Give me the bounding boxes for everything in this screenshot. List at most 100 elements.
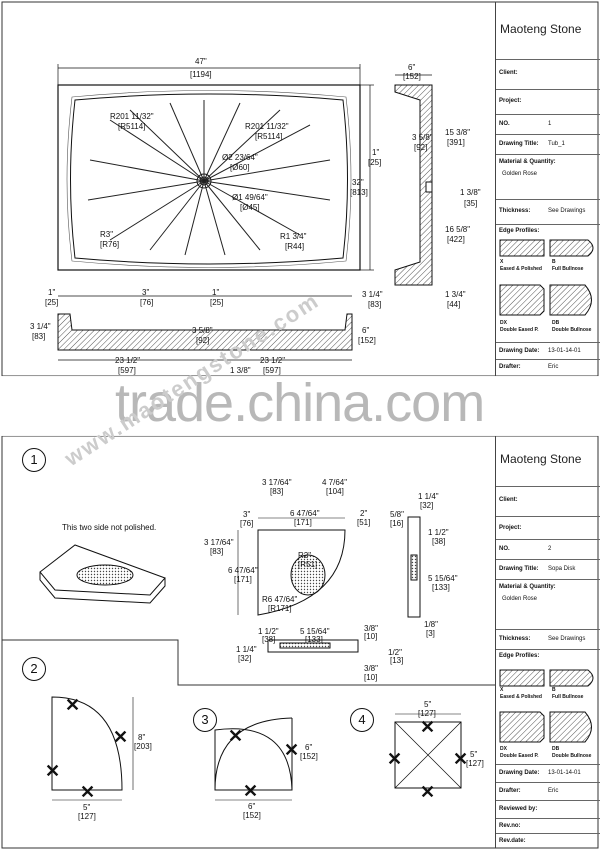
dim-front-center-mm: [92]: [196, 336, 210, 345]
edge-icons-2: [499, 669, 594, 743]
revdate-label: Rev.date:: [499, 838, 526, 844]
dim-v1-r6-mm: [R171]: [268, 604, 292, 613]
dim-v3-h: 6": [305, 743, 313, 752]
drawing-title-row: Drawing Title:Tub_1: [496, 134, 600, 155]
dim-front-d2: 3": [142, 288, 150, 297]
tray-front-section: [57, 295, 353, 361]
corner-shelf-plan: [237, 517, 346, 616]
edge-code-db: DB: [552, 746, 560, 752]
dim-v2-w: 5": [83, 803, 91, 812]
dim-v1-top1: 3 17/64": [262, 478, 292, 487]
dim-radius-top-right: R201 11/32": [245, 122, 289, 131]
dim-front-half-left-mm: [597]: [118, 366, 136, 375]
project-row: Project:: [496, 516, 600, 540]
no-value: 1: [548, 121, 552, 127]
unpolished-x-mark: ✕: [113, 727, 129, 747]
dim-v1-c-mm: [51]: [357, 518, 371, 527]
dim-front-half-right-mm: [597]: [263, 366, 281, 375]
dim-v1-j-mm: [3]: [426, 629, 435, 638]
edge-code-x: X: [500, 259, 504, 265]
drawing-title-value: Sopa Disk: [548, 566, 576, 572]
dim-width-mm: [1194]: [190, 70, 212, 79]
unpolished-x-mark: ✕: [65, 695, 81, 715]
brand-name: Maoteng Stone: [500, 22, 582, 36]
dim-side-width: 6": [408, 63, 416, 72]
dim-length: 32": [352, 178, 364, 187]
reviewed-label: Reviewed by:: [499, 806, 538, 812]
drawing-title-label: Drawing Title:: [499, 141, 539, 147]
edge-name-dx: Double Eased P.: [500, 753, 539, 759]
edge-profiles-row: Edge Profiles: X Eased & Polished B Full…: [496, 649, 600, 765]
drafter-value: Eric: [548, 788, 559, 794]
dim-v1-d-mm: [16]: [390, 519, 404, 528]
material-label: Material & Quantity:: [499, 584, 556, 590]
no-row: NO.1: [496, 114, 600, 135]
dim-side-c: 1 3/8": [460, 188, 481, 197]
revdate-row: Rev.date:: [496, 833, 600, 849]
unpolished-note: This two side not polished.: [62, 523, 157, 532]
date-row: Drawing Date:13-01-14-01: [496, 342, 600, 360]
edge-name-db: Double Bullnose: [552, 753, 592, 759]
dim-front-center: 3 5/8": [192, 326, 213, 335]
dim-v1-r6: R6 47/64": [262, 595, 298, 604]
material-row: Material & Quantity:Golden Rose: [496, 154, 600, 200]
dim-v1-h-mm: [38]: [432, 537, 446, 546]
dim-v1-e-mm: [32]: [420, 501, 434, 510]
thickness-label: Thickness:: [499, 208, 531, 214]
client-row: Client:: [496, 486, 600, 517]
dim-v4-w-mm: [127]: [418, 709, 436, 718]
dim-v1-j: 1/8": [424, 620, 438, 629]
date-value: 13-01-14-01: [548, 770, 581, 776]
dim-v2-w-mm: [127]: [78, 812, 96, 821]
dim-drain-inner-mm: [Ø45]: [240, 203, 260, 212]
unpolished-x-mark: ✕: [387, 749, 403, 769]
unpolished-x-mark: ✕: [284, 740, 300, 760]
edge-name-db: Double Bullnose: [552, 327, 592, 333]
unpolished-x-mark: ✕: [243, 781, 259, 801]
view-number-4: 4: [350, 708, 374, 732]
dim-side-a-mm: [391]: [447, 138, 465, 147]
dim-front-half-left: 23 1/2": [115, 356, 141, 365]
thickness-value: See Drawings: [548, 636, 586, 642]
dim-v1-top2-mm: [104]: [326, 487, 344, 496]
dim-width: 47": [195, 57, 207, 66]
dim-v4-h: 5": [470, 750, 478, 759]
material-value: Golden Rose: [502, 171, 538, 177]
dim-v4-h-mm: [127]: [466, 759, 484, 768]
no-label: NO.: [499, 546, 510, 552]
dim-front-h-left: 3 1/4": [30, 322, 51, 331]
dim-v2-h-mm: [203]: [134, 742, 152, 751]
thickness-label: Thickness:: [499, 636, 531, 642]
view2-shape: [51, 696, 134, 801]
edge-code-x: X: [500, 687, 504, 693]
watermark-band: [0, 376, 600, 436]
unpolished-x-mark: ✕: [45, 761, 61, 781]
title-block-1: Maoteng Stone Client: Project: NO.1 Draw…: [495, 2, 600, 376]
revno-row: Rev.no:: [496, 818, 600, 834]
dim-front-d2-mm: [76]: [140, 298, 154, 307]
dim-rim-mm: [25]: [368, 158, 382, 167]
unpolished-x-mark: ✕: [420, 782, 436, 802]
dim-side-b-mm: [92]: [414, 143, 428, 152]
project-label: Project:: [499, 525, 522, 531]
drawing-title-label: Drawing Title:: [499, 566, 539, 572]
view-number-3: 3: [193, 708, 217, 732]
dim-drain-outer: Ø2 23/64": [222, 153, 258, 162]
material-row: Material & Quantity:Golden Rose: [496, 579, 600, 630]
unpolished-x-mark: ✕: [228, 726, 244, 746]
dim-v1-bd: 1 1/4": [236, 645, 257, 654]
dim-side-e-mm: [44]: [447, 300, 461, 309]
dim-v1-bb: 5 15/64": [300, 627, 330, 636]
drafter-label: Drafter:: [499, 788, 521, 794]
dim-v3-w: 6": [248, 802, 256, 811]
no-value: 2: [548, 546, 552, 552]
dim-v1-h: 1 1/2": [428, 528, 449, 537]
no-row: NO. 2: [496, 539, 600, 560]
edge-profiles-label: Edge Profiles:: [499, 653, 540, 659]
dim-v3-w-mm: [152]: [243, 811, 261, 820]
dim-front-h-right-mm: [83]: [368, 300, 382, 309]
dim-rim: 1": [372, 148, 380, 157]
tray-side-section: [394, 74, 433, 286]
unpolished-x-mark: ✕: [80, 782, 96, 802]
view4-shape: [394, 713, 462, 789]
